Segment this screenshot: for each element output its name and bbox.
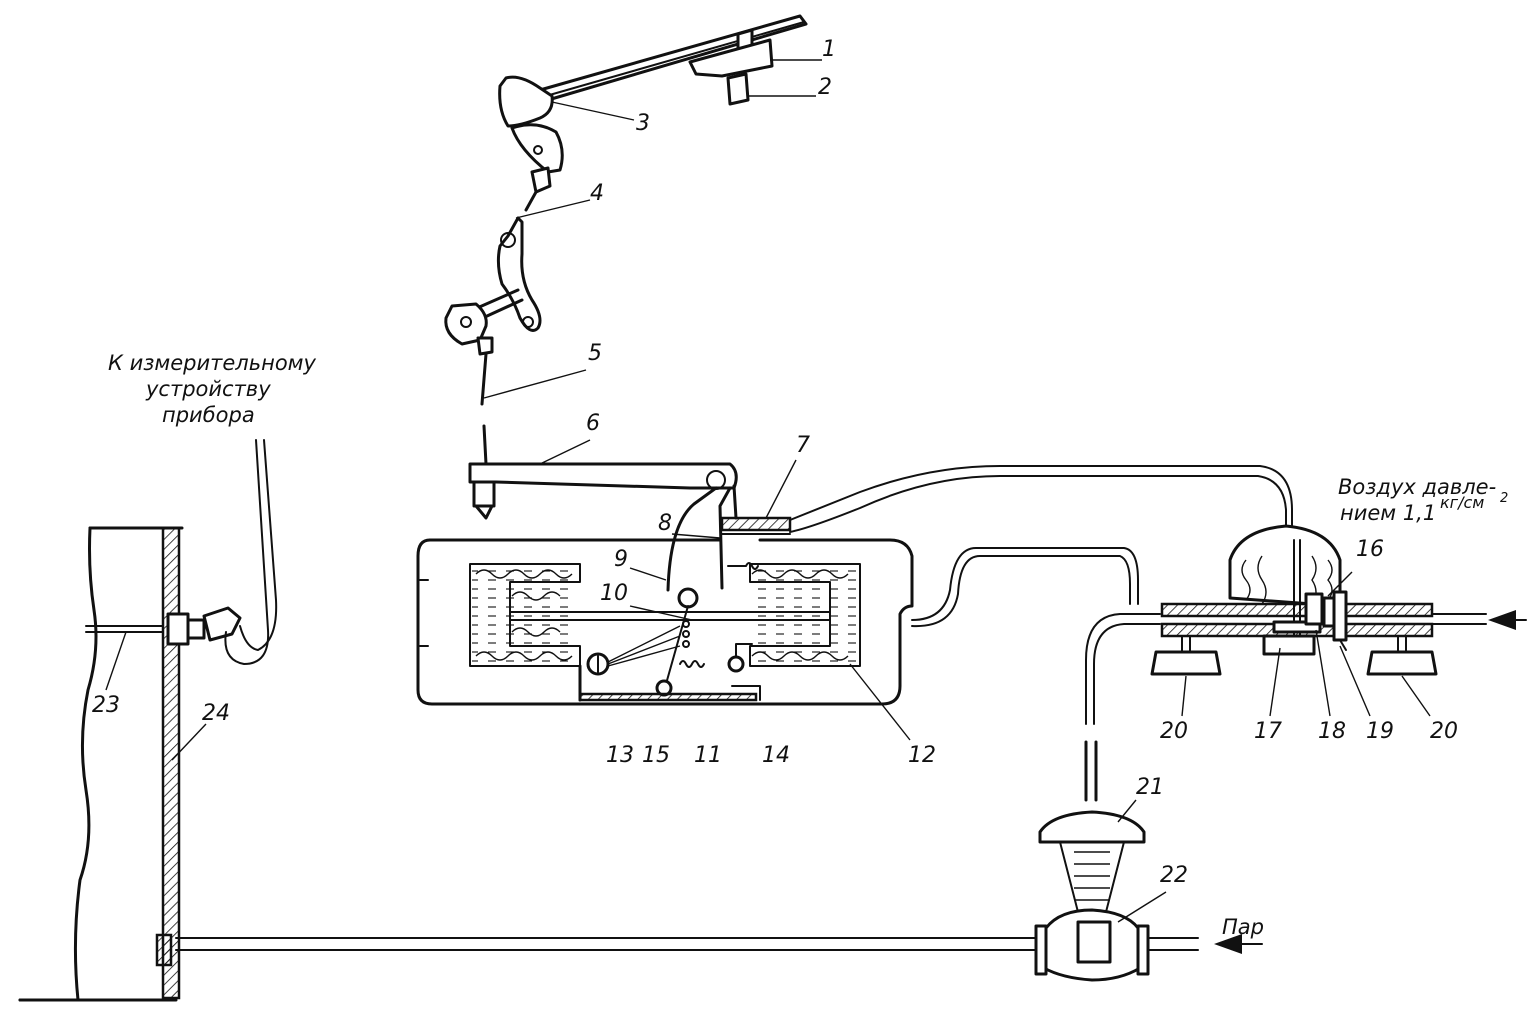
label-2: 2 (818, 75, 832, 100)
leader-lines (105, 59, 1431, 923)
label-17: 17 (1254, 719, 1282, 744)
label-5: 5 (588, 341, 602, 366)
label-22: 22 (1160, 863, 1188, 888)
label-15: 15 (642, 743, 670, 768)
label-20-left: 20 (1160, 719, 1188, 744)
label-11: 11 (694, 743, 722, 768)
steam-valve (1034, 740, 1150, 982)
label-12: 12 (908, 743, 936, 768)
thermometer-bulb (85, 439, 278, 665)
caption-measure-line1: К измерительному (108, 351, 317, 375)
label-19: 19 (1366, 719, 1394, 744)
label-6: 6 (586, 411, 600, 436)
label-20-right: 20 (1430, 719, 1458, 744)
steam-pipe (175, 934, 1263, 954)
caption-steam: Пар (1222, 915, 1264, 939)
caption-measure-line2: устройству (145, 377, 271, 401)
nozzle-7 (720, 465, 1293, 535)
label-24: 24 (202, 701, 230, 726)
label-7: 7 (796, 433, 810, 458)
label-18: 18 (1318, 719, 1346, 744)
caption-air-line2: нием 1,1 (1340, 501, 1436, 525)
caption-measure-line3: прибора (162, 403, 255, 427)
label-8: 8 (658, 511, 672, 536)
air-tubes (911, 547, 1161, 725)
label-16: 16 (1356, 537, 1384, 562)
label-21: 21 (1136, 775, 1164, 800)
lever-6 (468, 424, 738, 592)
caption-air-line1: Воздух давле- (1338, 475, 1496, 499)
caption-air-unit: кг/см (1440, 493, 1484, 512)
label-4: 4 (590, 181, 604, 206)
controller-box (416, 538, 914, 706)
label-23: 23 (92, 693, 120, 718)
label-13: 13 (606, 743, 634, 768)
label-1: 1 (822, 37, 836, 62)
top-linkage (444, 14, 808, 406)
label-3: 3 (636, 111, 650, 136)
caption-air-unit-sup: 2 (1500, 491, 1508, 506)
part-number-labels: 1 2 3 4 5 6 7 8 9 10 11 12 13 14 15 16 1… (92, 37, 1458, 888)
captions: К измерительному устройству прибора Возд… (108, 351, 1508, 939)
label-14: 14 (762, 743, 790, 768)
tank (18, 526, 184, 1002)
label-9: 9 (614, 547, 628, 572)
relay (1150, 524, 1527, 676)
label-10: 10 (600, 581, 628, 606)
